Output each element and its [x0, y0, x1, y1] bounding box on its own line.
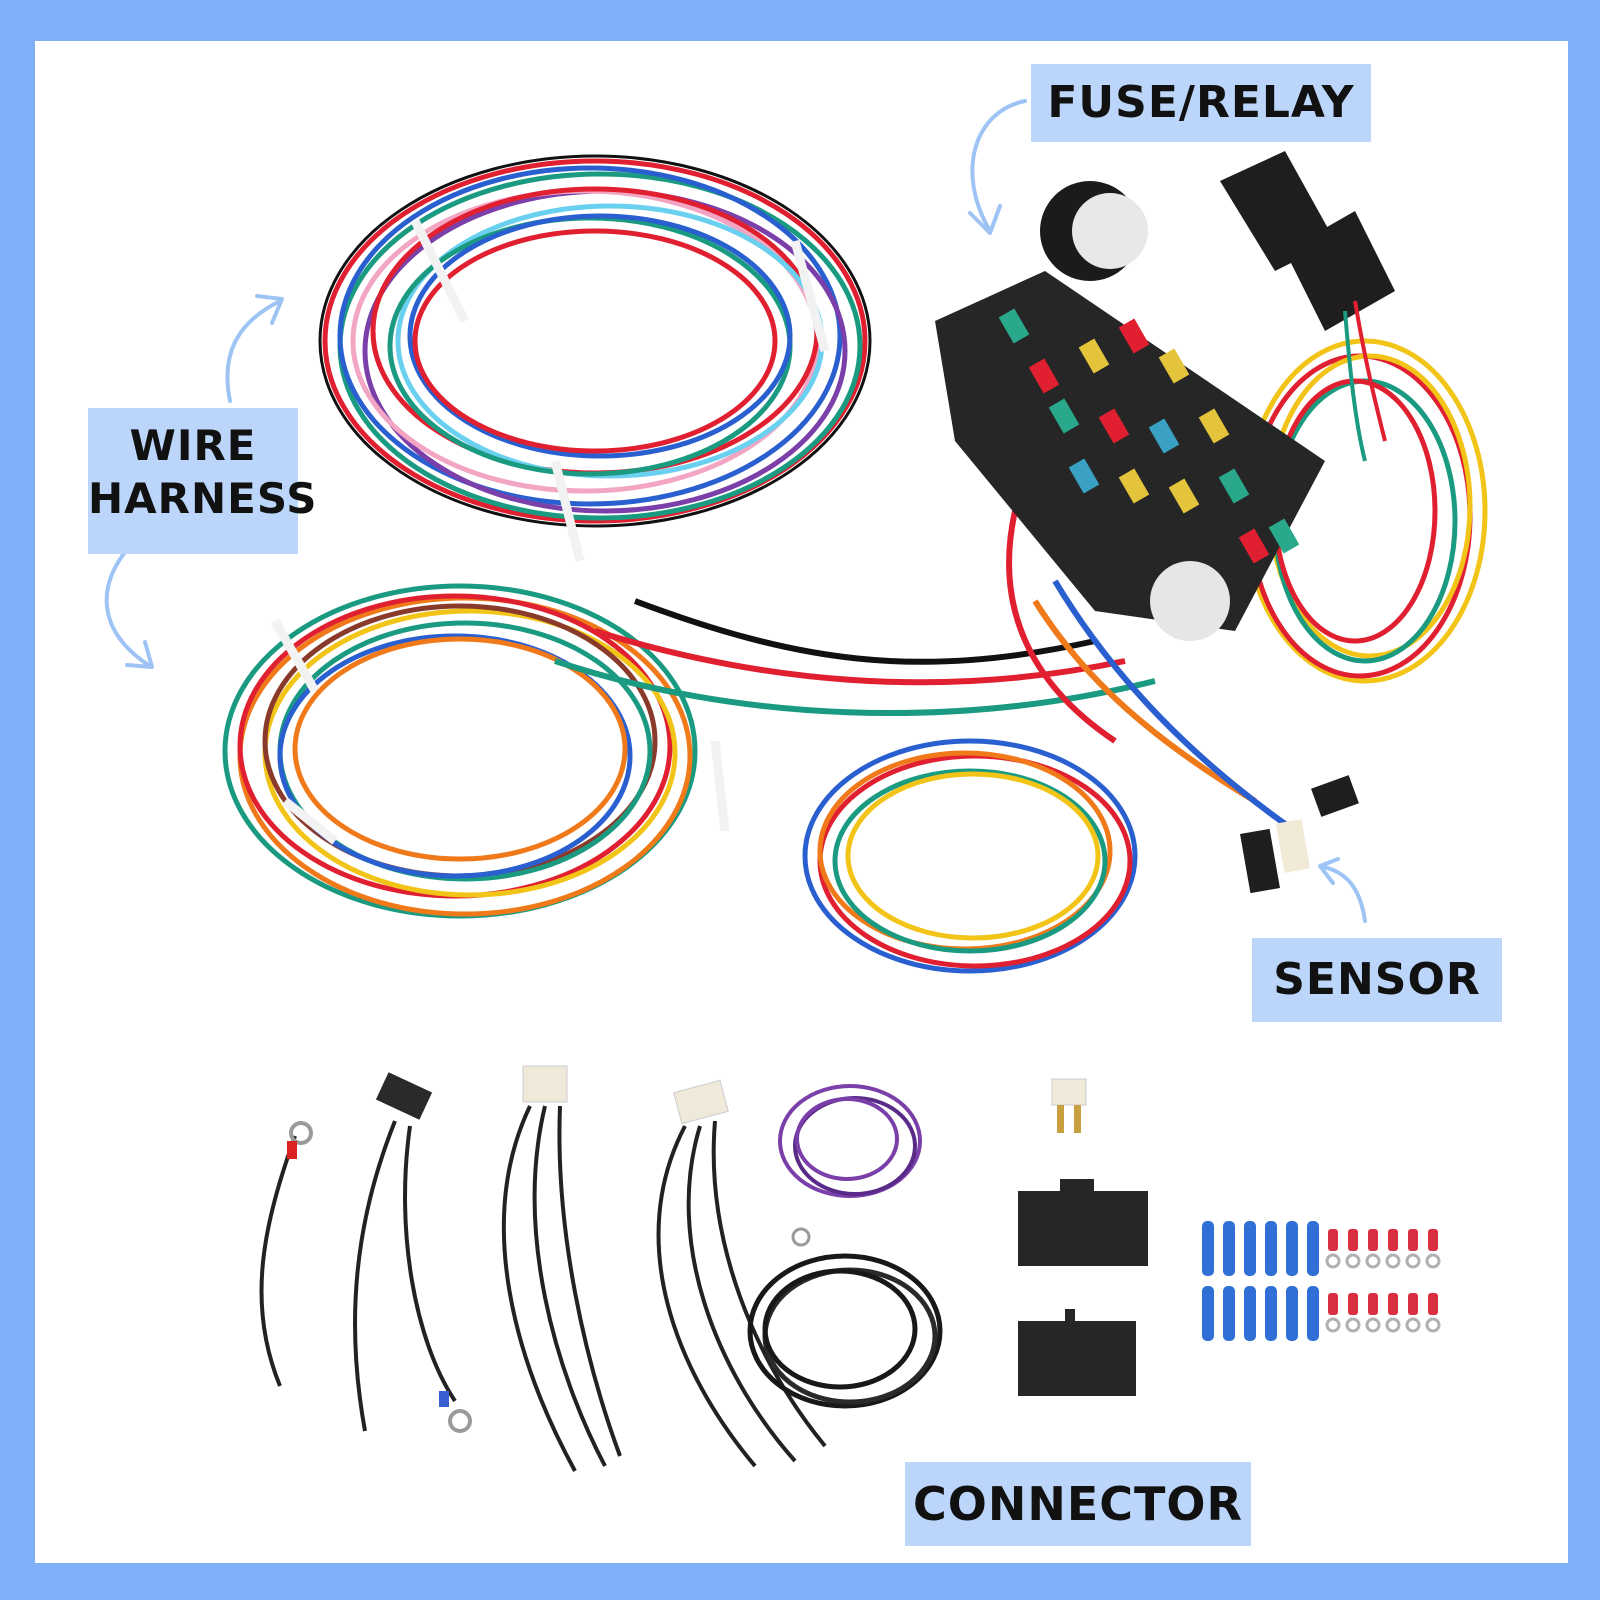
wire-harness-label-line2: HARNESS [88, 473, 318, 523]
arrow-to-fuse-icon [968, 99, 1027, 235]
upper-wire-loop [318, 154, 872, 528]
pigtail-ring-terminal [259, 1121, 313, 1387]
butt-connectors [1202, 1221, 1319, 1341]
pigtail-black-connector [353, 1072, 472, 1433]
circuit-breaker [1051, 1078, 1087, 1133]
middle-wire-loop [802, 738, 1138, 974]
fuse-box [935, 181, 1325, 641]
purple-wire-coil [778, 1084, 922, 1198]
fuse-relay-label: FUSE/RELAY [1031, 64, 1371, 142]
connector-label: CONNECTOR [905, 1462, 1251, 1546]
multi-pin-connector-top [1018, 1179, 1148, 1266]
harness-kit-photo [104, 99, 1488, 1472]
wire-runs [554, 510, 1297, 834]
sensor-label: SENSOR [1252, 938, 1502, 1022]
product-image-frame: FUSE/RELAY WIRE HARNESS SENSOR CONNECTOR [35, 41, 1568, 1563]
multi-pin-connector-bottom [1018, 1309, 1136, 1396]
arrow-to-sensor-icon [1318, 857, 1367, 923]
wire-harness-label: WIRE HARNESS [88, 408, 318, 554]
lower-wire-loop [222, 583, 698, 919]
pigtail-white-connector-b [656, 1079, 827, 1468]
zip-ties [271, 218, 830, 845]
arrow-up-icon [225, 294, 284, 403]
relay [1220, 151, 1395, 462]
black-wire-coil [747, 1227, 943, 1409]
sensor-connectors [1240, 775, 1359, 894]
fuses [998, 308, 1300, 564]
wire-harness-label-line1: WIRE [129, 421, 257, 470]
pigtail-white-connector-a [501, 1065, 622, 1472]
arrow-down-icon [104, 539, 154, 669]
ring-terminals [1325, 1229, 1441, 1333]
